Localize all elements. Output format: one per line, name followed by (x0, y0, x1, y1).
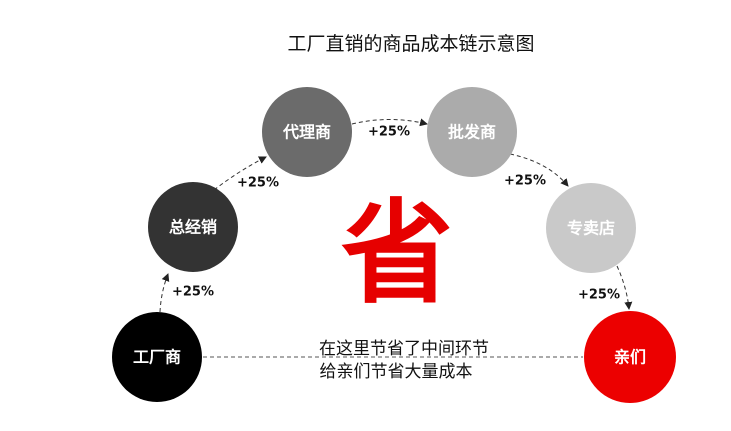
arrow-store-to-customer (616, 265, 633, 310)
arrow-wholesaler-to-store (509, 153, 569, 187)
node-customer-circle (584, 311, 676, 403)
node-wholesaler-label: 批发商 (448, 123, 496, 142)
node-customer-label: 亲们 (614, 348, 646, 367)
node-general-distributor-label: 总经销 (169, 218, 217, 237)
node-wholesaler-circle (427, 87, 517, 177)
node-store: 专卖店 (546, 183, 636, 273)
save-character: 省 (341, 189, 453, 319)
markup-label-2: +25% (237, 176, 279, 191)
node-agent-label: 代理商 (282, 123, 331, 142)
savings-note-line-2: 给亲们节省大量成本 (320, 362, 473, 382)
node-factory-circle (112, 312, 202, 402)
node-agent-circle (262, 87, 352, 177)
node-factory: 工厂商 (112, 312, 202, 402)
node-general-distributor: 总经销 (148, 182, 238, 272)
node-store-circle (546, 183, 636, 273)
node-general-distributor-circle (148, 182, 238, 272)
node-agent: 代理商 (262, 87, 352, 177)
markup-label-3: +25% (368, 125, 410, 140)
diagram-title: 工厂直销的商品成本链示意图 (287, 33, 534, 55)
node-factory-label: 工厂商 (133, 348, 181, 367)
node-customer: 亲们 (584, 311, 676, 403)
node-wholesaler: 批发商 (427, 87, 517, 177)
markup-label-1: +25% (172, 285, 214, 300)
savings-note-line-1: 在这里节省了中间环节 (319, 339, 489, 359)
markup-label-5: +25% (578, 288, 620, 303)
markup-label-4: +25% (504, 174, 546, 189)
node-store-label: 专卖店 (567, 219, 615, 238)
arrow-agent-to-wholesaler (351, 118, 428, 127)
arrow-distributor-to-agent (213, 156, 267, 191)
arrow-factory-to-distributor (159, 273, 170, 313)
